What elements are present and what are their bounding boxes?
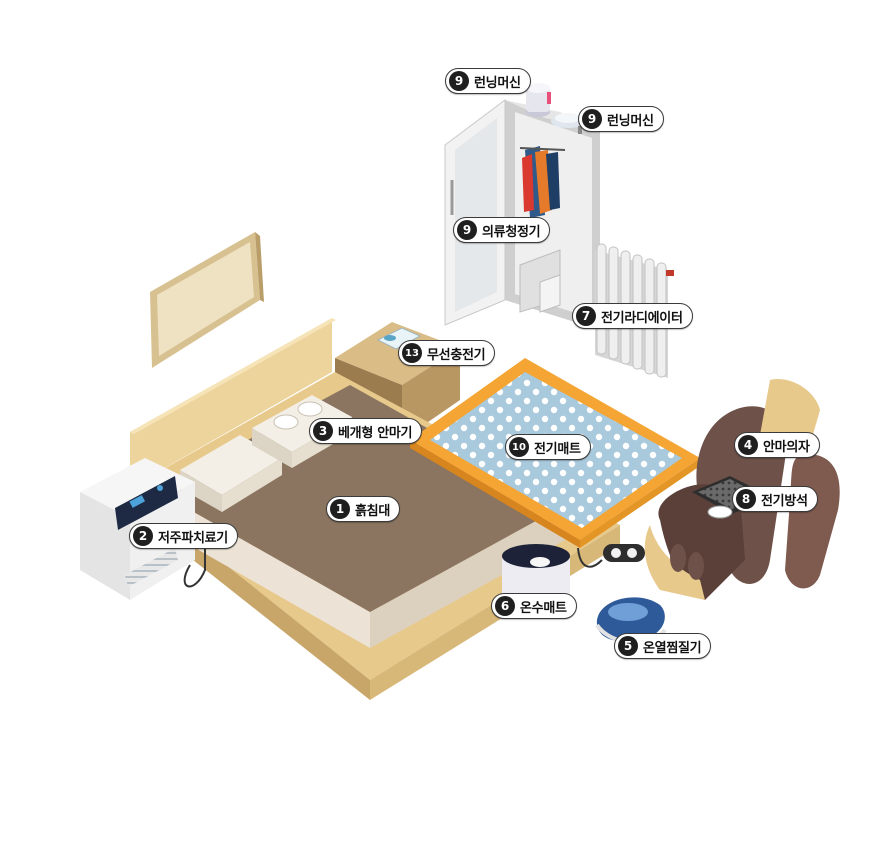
label-wireless-charger: 13 무선충전기 bbox=[398, 340, 496, 366]
label-number: 6 bbox=[495, 596, 515, 616]
label-text: 전기매트 bbox=[534, 441, 581, 457]
label-number: 9 bbox=[457, 220, 477, 240]
label-heated-foot-warmer: 5 온열찜질기 bbox=[614, 633, 712, 659]
low-frequency-therapy-device bbox=[80, 458, 206, 600]
label-massage-chair: 4 안마의자 bbox=[734, 432, 820, 458]
label-electric-mat: 10 전기매트 bbox=[505, 434, 591, 460]
label-number: 7 bbox=[576, 306, 596, 326]
bed-headboard bbox=[130, 318, 336, 488]
hot-water-mat-unit bbox=[502, 544, 570, 602]
label-text: 런닝머신 bbox=[607, 113, 654, 129]
treadmill-item-top bbox=[526, 83, 551, 117]
label-text: 안마의자 bbox=[763, 439, 810, 455]
label-electric-radiator: 7 전기라디에이터 bbox=[572, 303, 693, 329]
label-number: 4 bbox=[738, 435, 758, 455]
label-text: 베개형 안마기 bbox=[338, 425, 413, 441]
label-text: 전기라디에이터 bbox=[601, 310, 683, 326]
label-number: 9 bbox=[449, 71, 469, 91]
label-text: 흙침대 bbox=[355, 503, 390, 519]
label-number: 2 bbox=[133, 526, 153, 546]
label-number: 9 bbox=[582, 109, 602, 129]
label-number: 1 bbox=[330, 499, 350, 519]
label-number: 13 bbox=[402, 343, 422, 363]
label-number: 3 bbox=[313, 421, 333, 441]
label-text: 전기방석 bbox=[761, 493, 808, 509]
label-text: 온수매트 bbox=[520, 600, 567, 616]
label-number: 5 bbox=[618, 636, 638, 656]
wardrobe bbox=[444, 99, 600, 330]
label-text: 온열찜질기 bbox=[643, 640, 702, 656]
label-number: 10 bbox=[509, 437, 529, 457]
label-hot-water-mat: 6 온수매트 bbox=[491, 593, 577, 619]
label-electric-cushion: 8 전기방석 bbox=[732, 486, 818, 512]
label-soil-bed: 1 흙침대 bbox=[326, 496, 400, 522]
mat-controller bbox=[577, 544, 645, 568]
treadmill-item-right bbox=[551, 113, 585, 134]
label-text: 무선충전기 bbox=[427, 347, 486, 363]
label-pillow-massager: 3 베개형 안마기 bbox=[309, 418, 423, 444]
label-clothing-care: 9 의류청정기 bbox=[453, 217, 551, 243]
label-text: 저주파치료기 bbox=[158, 530, 228, 546]
label-number: 8 bbox=[736, 489, 756, 509]
label-text: 런닝머신 bbox=[474, 75, 521, 91]
label-text: 의류청정기 bbox=[482, 224, 541, 240]
wall-frame bbox=[150, 232, 264, 368]
label-treadmill-right: 9 런닝머신 bbox=[578, 106, 664, 132]
label-low-frequency-therapy: 2 저주파치료기 bbox=[129, 523, 238, 549]
label-treadmill-top: 9 런닝머신 bbox=[445, 68, 531, 94]
